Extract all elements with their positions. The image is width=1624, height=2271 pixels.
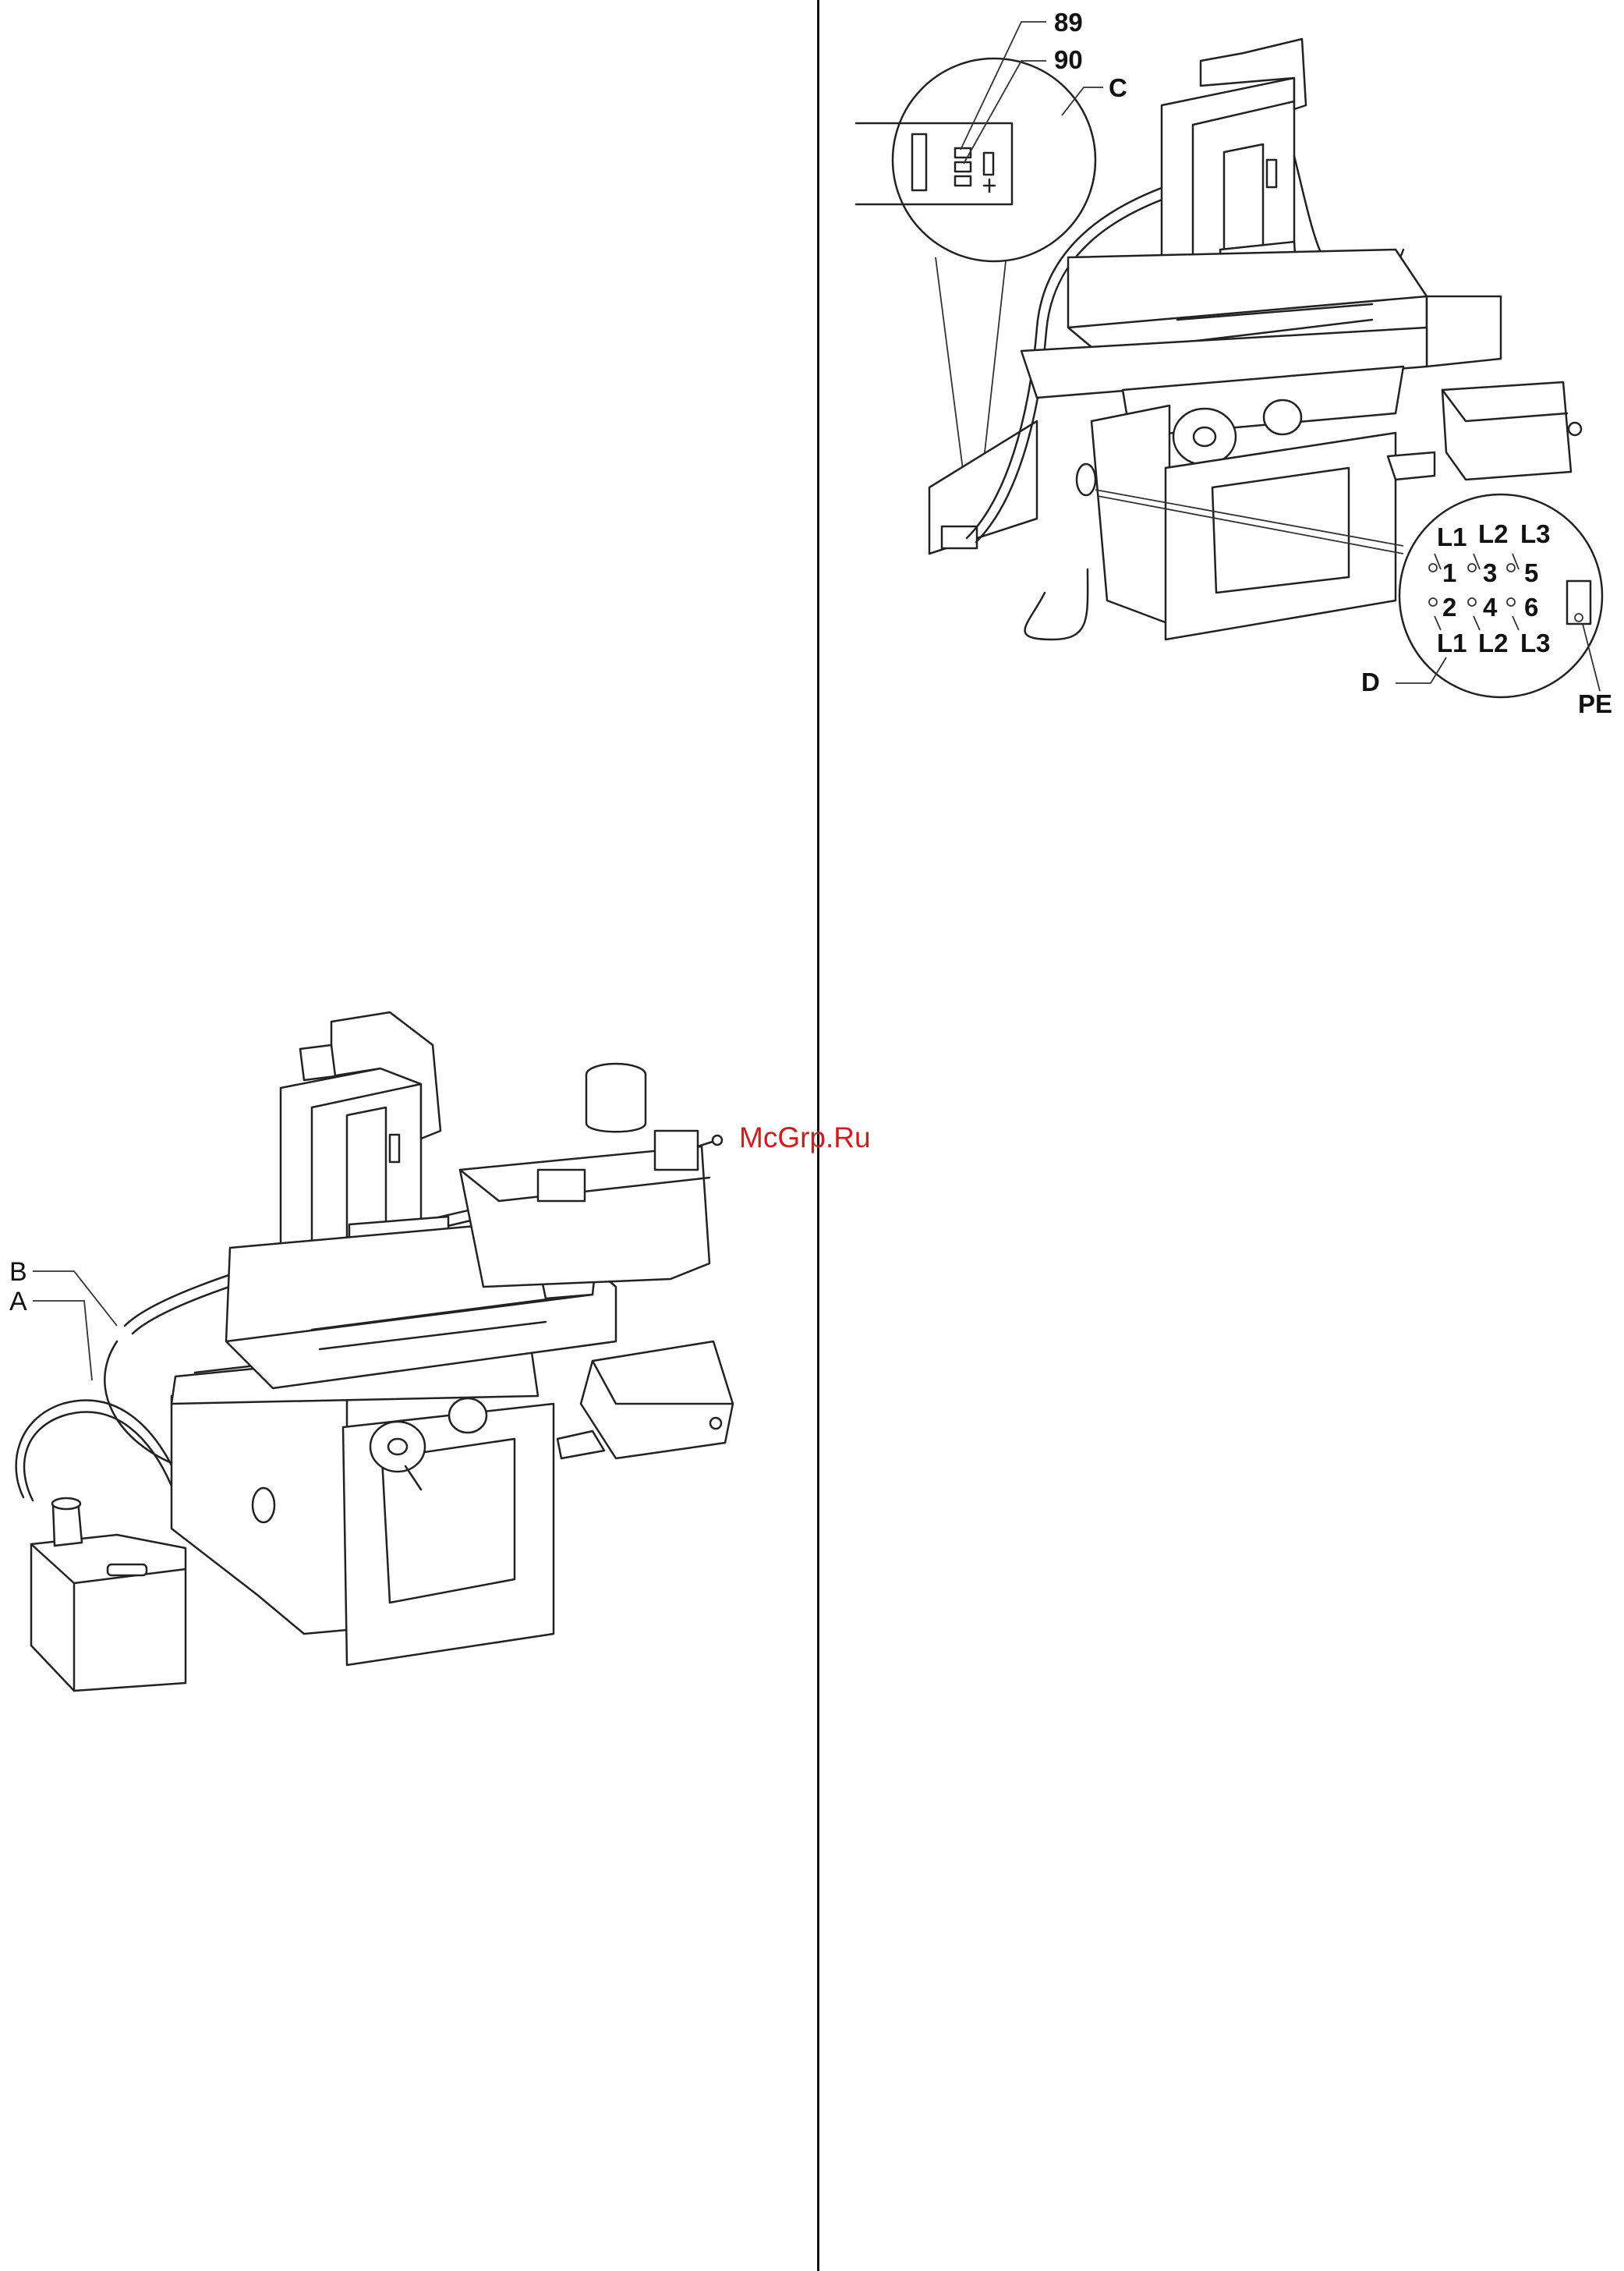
callout-c: C xyxy=(1109,75,1127,101)
terminal-4: 4 xyxy=(1483,594,1497,620)
terminal-6: 6 xyxy=(1524,594,1538,620)
terminal-top-l2: L2 xyxy=(1478,521,1509,547)
terminal-2: 2 xyxy=(1442,594,1456,620)
callout-90: 90 xyxy=(1054,47,1083,73)
terminal-3: 3 xyxy=(1483,560,1497,586)
right-machine-illustration xyxy=(0,0,1624,741)
terminal-1: 1 xyxy=(1442,560,1456,586)
label-b: B xyxy=(9,1259,27,1285)
watermark-text: McGrp.Ru xyxy=(739,1121,871,1154)
terminal-bottom-l2: L2 xyxy=(1478,630,1509,656)
callout-d: D xyxy=(1361,669,1380,695)
label-a: A xyxy=(9,1288,27,1315)
terminal-top-l3: L3 xyxy=(1520,521,1551,547)
terminal-5: 5 xyxy=(1524,560,1538,586)
terminal-bottom-l3: L3 xyxy=(1520,630,1551,656)
terminal-top-l1: L1 xyxy=(1437,524,1467,550)
terminal-bottom-l1: L1 xyxy=(1437,630,1467,656)
callout-89: 89 xyxy=(1054,9,1083,35)
callout-pe: PE xyxy=(1578,691,1612,717)
